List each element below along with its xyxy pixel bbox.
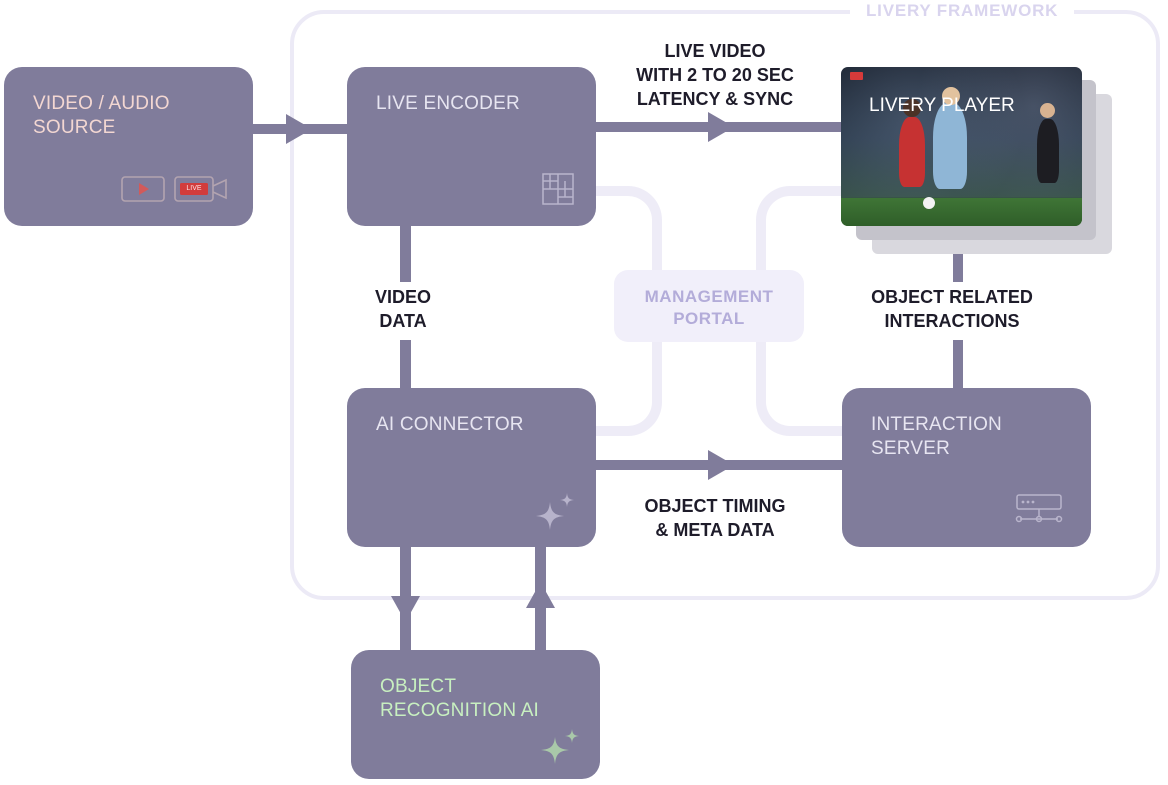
edge-label-object-timing: OBJECT TIMING & META DATA: [644, 496, 786, 540]
framework-label: LIVERY FRAMEWORK: [850, 1, 1075, 21]
player-pitch: [841, 198, 1082, 226]
play-icon: [121, 176, 165, 202]
grid-icon: [542, 173, 574, 205]
sparkle-icon: [541, 729, 579, 764]
management-portal: MANAGEMENT PORTAL: [614, 270, 804, 342]
player-figure-referee: [1037, 119, 1059, 183]
node-live-encoder: LIVE ENCODER: [347, 67, 596, 226]
player-figure-blue: [933, 103, 967, 189]
node-object-recognition-ai: OBJECT RECOGNITION AI: [351, 650, 600, 779]
ball: [923, 197, 935, 209]
server-label: INTERACTION SERVER: [871, 414, 1002, 459]
player-figure-red: [899, 117, 925, 187]
arrow-right-icon: [286, 114, 312, 144]
edge-label-object-interactions: OBJECT RELATED INTERACTIONS: [871, 287, 1033, 331]
player-figure-red-head: [903, 99, 921, 117]
node-video-audio-source: VIDEO / AUDIO SOURCE LIVE: [4, 67, 253, 226]
video-data-gap: [370, 282, 440, 340]
arrow-right-icon: [708, 112, 734, 142]
player-figure-blue-head: [942, 87, 960, 105]
live-badge-text: LIVE: [186, 185, 202, 192]
interactions-gap: [860, 282, 1050, 340]
player-label: LIVERY PLAYER: [869, 95, 1015, 116]
arrow-up-icon: [526, 582, 555, 608]
edge-label-video-data: VIDEO DATA: [374, 287, 431, 331]
player-figure-referee-head: [1040, 103, 1055, 118]
edge-label-live-video: LIVE VIDEO WITH 2 TO 20 SEC LATENCY & SY…: [636, 41, 794, 109]
arrow-down-icon: [391, 596, 420, 622]
sparkle-icon: [536, 493, 574, 530]
recognition-label: OBJECT RECOGNITION AI: [380, 676, 540, 721]
ai-connector-label: AI CONNECTOR: [376, 414, 524, 435]
arrow-right-icon: [708, 450, 734, 480]
source-label: VIDEO / AUDIO SOURCE: [33, 93, 170, 138]
encoder-label: LIVE ENCODER: [376, 93, 520, 114]
livery-framework-boundary: [290, 10, 1160, 600]
server-icon: [1015, 494, 1063, 523]
node-ai-connector: AI CONNECTOR: [347, 388, 596, 547]
node-livery-player[interactable]: LIVERY PLAYER: [841, 67, 1082, 226]
live-indicator: [850, 72, 863, 80]
management-label-line2: PORTAL: [673, 309, 745, 328]
management-label-line1: MANAGEMENT: [644, 287, 774, 306]
live-camera-icon: [174, 176, 227, 202]
node-interaction-server: INTERACTION SERVER: [842, 388, 1091, 547]
